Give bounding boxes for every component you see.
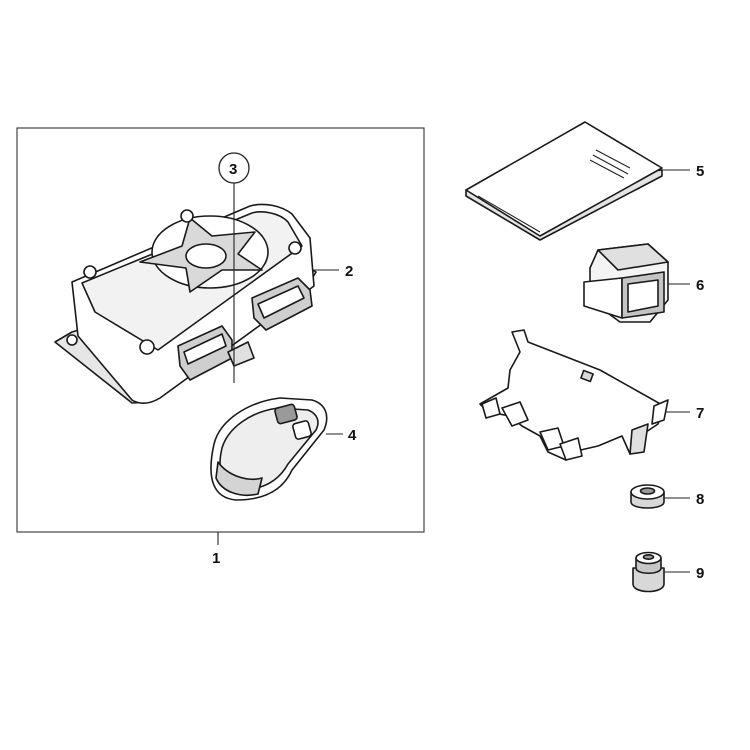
callout-5: 5 <box>696 163 704 180</box>
remote-key-fob-icon <box>210 397 328 501</box>
callout-2: 2 <box>345 263 353 280</box>
callout-9: 9 <box>696 565 704 582</box>
kit-frame <box>16 127 425 533</box>
manual-booklet-icon <box>465 121 663 241</box>
callout-8: 8 <box>696 491 704 508</box>
rubber-buffer-icon <box>632 551 665 593</box>
callout-7: 7 <box>696 405 704 422</box>
callout-1: 1 <box>212 550 220 567</box>
callout-4: 4 <box>348 427 357 444</box>
alarm-control-unit-icon <box>54 203 317 404</box>
mounting-bracket-icon <box>479 329 669 461</box>
callout-6: 6 <box>696 277 704 294</box>
grommet-icon <box>630 484 665 509</box>
connector-cap-icon <box>583 243 669 323</box>
callout-3-circle <box>218 152 250 184</box>
callout-3: 3 <box>229 161 237 178</box>
